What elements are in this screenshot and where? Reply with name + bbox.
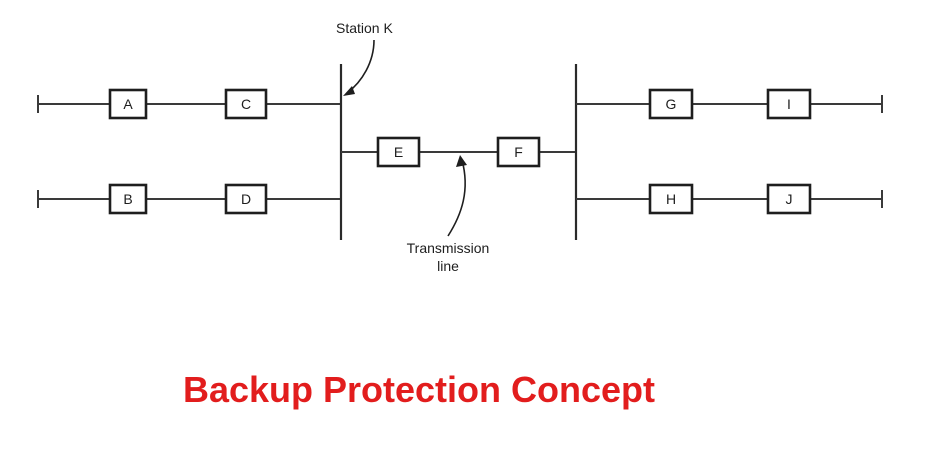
station-k-arrow xyxy=(346,39,375,94)
breaker-c: C xyxy=(224,88,268,120)
transmission-line-arrow xyxy=(447,159,466,237)
left-feeder-top xyxy=(37,95,341,113)
breaker-j-label: J xyxy=(786,191,793,207)
transmission-label-line2: line xyxy=(437,258,459,274)
breaker-i: I xyxy=(766,88,812,120)
breaker-a-label: A xyxy=(123,96,133,112)
breaker-c-label: C xyxy=(241,96,251,112)
breaker-h: H xyxy=(648,183,694,215)
right-feeder-top xyxy=(576,95,883,113)
breaker-b: B xyxy=(108,183,148,215)
breaker-g-label: G xyxy=(666,96,677,112)
station-k-arrow-head xyxy=(343,86,355,96)
breaker-d-label: D xyxy=(241,191,251,207)
breaker-f-label: F xyxy=(514,144,523,160)
station-k-label: Station K xyxy=(336,20,393,36)
breaker-j: J xyxy=(766,183,812,215)
breaker-h-label: H xyxy=(666,191,676,207)
breaker-f: F xyxy=(496,136,541,168)
transmission-line-arrow-head xyxy=(456,155,467,167)
breaker-e-label: E xyxy=(394,144,403,160)
caption-title: Backup Protection Concept xyxy=(182,369,656,410)
breaker-i-label: I xyxy=(787,96,791,112)
transmission-label-line1: Transmission xyxy=(407,240,490,256)
left-feeder-bottom xyxy=(37,190,341,208)
breaker-e: E xyxy=(376,136,421,168)
breaker-g: G xyxy=(648,88,694,120)
breaker-d: D xyxy=(224,183,268,215)
right-feeder-bottom xyxy=(576,190,883,208)
breaker-b-label: B xyxy=(123,191,132,207)
breaker-a: A xyxy=(108,88,148,120)
